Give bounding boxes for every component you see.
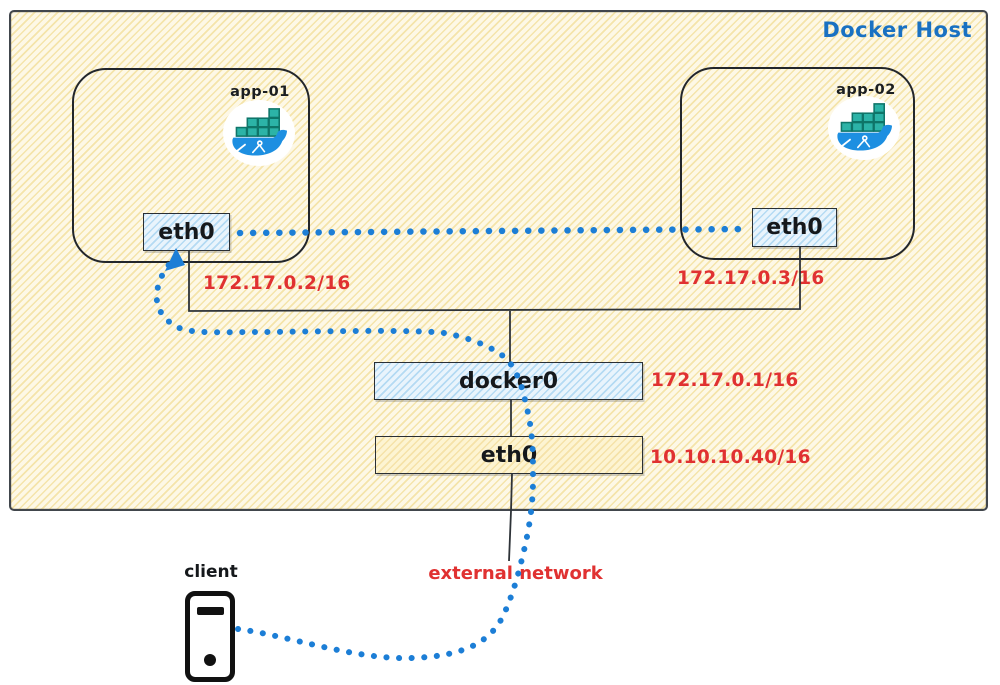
- tower-power-dot: [204, 654, 216, 666]
- app-02-eth0-label: eth0: [766, 215, 823, 240]
- container-app-01-name: app-01: [230, 84, 290, 100]
- app-02-ip-label: 172.17.0.3/16: [677, 268, 825, 289]
- host-eth0-ip-label: 10.10.10.40/16: [650, 447, 811, 468]
- docker0-ip-label: 172.17.0.1/16: [651, 370, 799, 391]
- app-01-eth0-box: eth0: [143, 213, 230, 251]
- client-label: client: [184, 562, 238, 582]
- docker0-bridge-box: docker0: [374, 362, 643, 400]
- host-eth0-label: eth0: [480, 442, 538, 468]
- app-02-eth0-box: eth0: [752, 208, 837, 247]
- docker-logo-icon: [828, 96, 900, 160]
- docker0-bridge-label: docker0: [458, 368, 559, 394]
- client-tower-icon: [185, 591, 235, 682]
- tower-slot: [197, 607, 224, 615]
- app-01-eth0-label: eth0: [158, 219, 215, 245]
- host-eth0-box: eth0: [375, 436, 643, 474]
- docker-logo-icon: [223, 100, 295, 166]
- container-app-02-name: app-02: [836, 82, 896, 98]
- docker-host-title: Docker Host: [822, 18, 972, 42]
- external-network-label: external network: [428, 563, 603, 584]
- app-01-ip-label: 172.17.0.2/16: [203, 273, 351, 294]
